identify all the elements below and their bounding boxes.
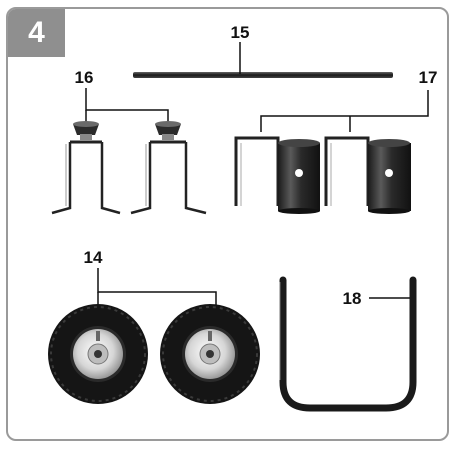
support-foot-left [51, 121, 121, 215]
support-foot-right [130, 121, 207, 215]
feet-leader-line [85, 88, 169, 124]
callout-17: 17 [419, 68, 438, 87]
wheel-right [160, 304, 260, 404]
callout-15: 15 [231, 23, 250, 42]
callout-18: 18 [343, 289, 362, 308]
wheel-brackets: 17 [234, 68, 438, 214]
brackets-leader-line [260, 90, 429, 132]
u-handle: 18 [279, 276, 417, 412]
step-badge: 4 [8, 9, 65, 57]
panel-frame [6, 7, 449, 441]
step-number: 4 [28, 16, 45, 49]
axle-rod: 15 [133, 23, 393, 78]
bracket-right [324, 136, 411, 214]
callout-14: 14 [84, 248, 103, 267]
wheels: 14 [48, 248, 260, 404]
bracket-left [234, 136, 320, 214]
callout-16: 16 [75, 68, 94, 87]
support-feet: 16 [51, 68, 207, 215]
wheel-left [48, 304, 148, 404]
